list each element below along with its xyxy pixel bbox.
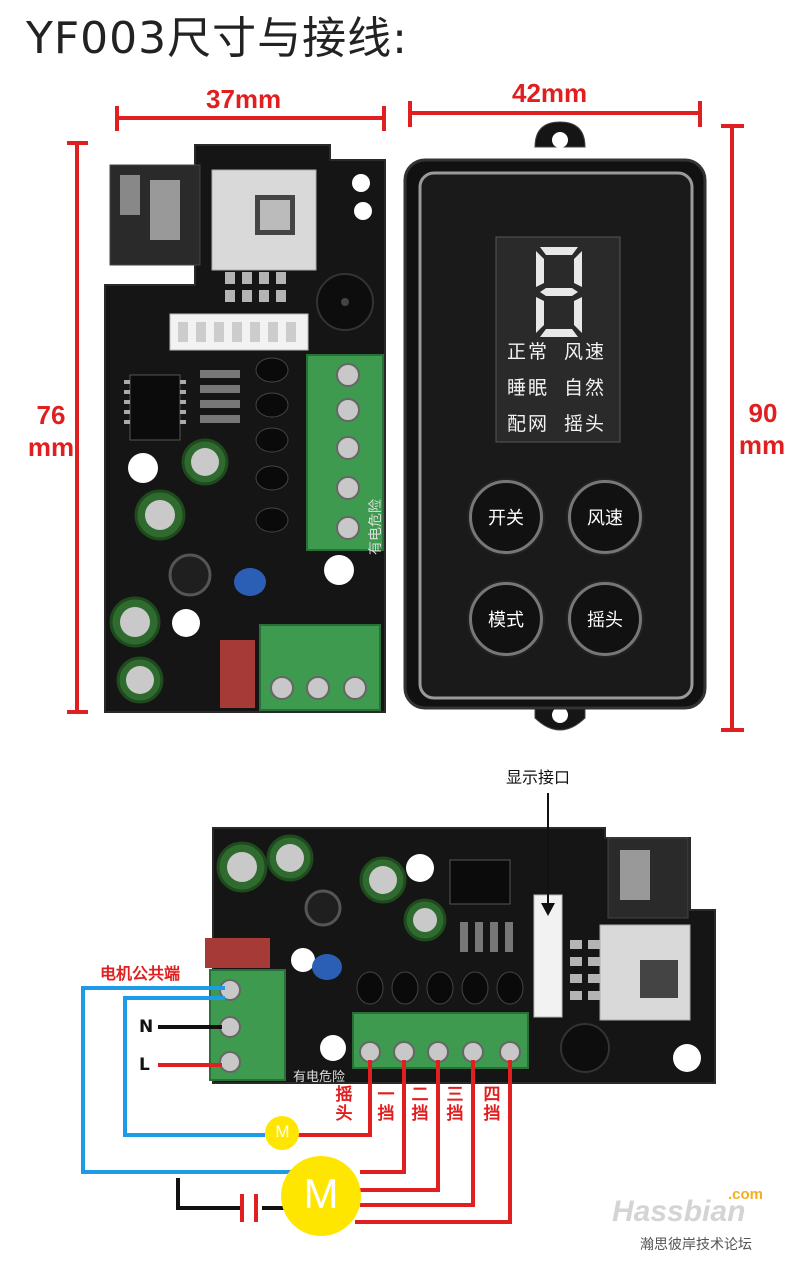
pcb-board-top bbox=[104, 144, 386, 713]
lcd-wind-speed: 风速 bbox=[564, 341, 607, 363]
panel-width-label: 42mm bbox=[512, 78, 588, 108]
lcd-sleep: 睡眠 bbox=[507, 377, 550, 399]
board-height-value: 76 bbox=[36, 400, 66, 430]
motor-common-label: 电机公共端 bbox=[100, 964, 181, 983]
watermark-tagline: 瀚思彼岸技术论坛 bbox=[640, 1237, 752, 1253]
board-width-label: 37mm bbox=[206, 84, 282, 114]
terminal-speed1-label: 一挡 bbox=[377, 1085, 395, 1124]
wind-speed-button[interactable]: 风速 bbox=[568, 480, 642, 554]
l-label: L bbox=[139, 1055, 150, 1075]
panel-height-unit: mm bbox=[738, 430, 786, 460]
small-motor bbox=[265, 1116, 299, 1150]
small-motor-label: M bbox=[275, 1122, 290, 1141]
mode-button[interactable]: 模式 bbox=[469, 582, 543, 656]
page-title: YF003尺寸与接线: bbox=[26, 13, 408, 64]
watermark-brand: Hassbian bbox=[612, 1195, 746, 1228]
big-motor bbox=[281, 1156, 361, 1236]
lcd-oscillate: 摇头 bbox=[564, 413, 607, 435]
display-port-label: 显示接口 bbox=[506, 768, 571, 787]
terminal-speed3-label: 三挡 bbox=[446, 1085, 464, 1124]
run-capacitor-symbol bbox=[240, 1194, 258, 1222]
terminal-oscillate-label: 摇头 bbox=[335, 1085, 353, 1124]
panel-height-value: 90 bbox=[748, 398, 778, 428]
big-motor-label: M bbox=[303, 1170, 339, 1217]
board-height-unit: mm bbox=[27, 432, 75, 462]
watermark-suffix: .com bbox=[728, 1186, 764, 1203]
terminal-speed2-label: 二挡 bbox=[411, 1085, 429, 1124]
wiring bbox=[81, 986, 512, 1224]
oscillate-button[interactable]: 摇头 bbox=[568, 582, 642, 656]
lcd-normal: 正常 bbox=[507, 341, 550, 363]
lcd-natural: 自然 bbox=[564, 377, 607, 399]
board-warning-bottom: 有电危险 bbox=[293, 1070, 346, 1085]
n-label: N bbox=[139, 1017, 154, 1037]
control-panel bbox=[403, 121, 707, 731]
pcb-board-bottom bbox=[205, 827, 716, 1084]
terminal-speed4-label: 四挡 bbox=[483, 1085, 501, 1124]
lcd-network: 配网 bbox=[507, 413, 550, 435]
display-port-arrow bbox=[541, 793, 555, 916]
board-warning-top: 有电危险 bbox=[368, 499, 384, 555]
power-button[interactable]: 开关 bbox=[469, 480, 543, 554]
